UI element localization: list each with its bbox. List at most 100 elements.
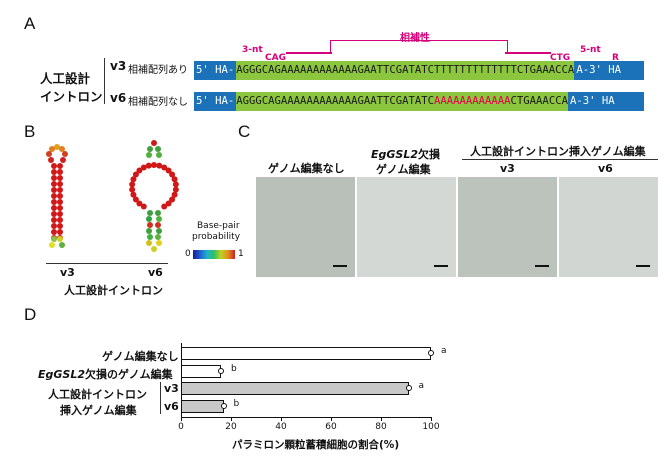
nucleotide	[151, 246, 157, 252]
nucleotide	[169, 171, 176, 178]
b-v3-label: v3	[60, 266, 75, 279]
probability-colorbar	[193, 250, 235, 259]
bar-3	[181, 400, 224, 413]
nucleotide	[132, 196, 139, 203]
v6-seq-pre: AGGGCAGAAAAAAAAAAAAGAATTCGATATC	[236, 92, 434, 111]
nucleotide	[51, 187, 57, 193]
x-tick-label: 60	[325, 422, 337, 432]
v6-seq-post: CTGAAACCA	[510, 92, 568, 111]
c-group-label: 人工設計イントロン挿入ゲノム編集	[470, 145, 646, 158]
v3-desc: 相補配列あり	[128, 65, 188, 76]
nucleotide	[132, 171, 139, 178]
nucleotide	[51, 229, 57, 235]
c-v3-label: v3	[500, 162, 515, 175]
annot-cag: CAG	[265, 53, 286, 63]
data-point	[428, 350, 434, 356]
b-caption: 人工設計イントロン	[64, 284, 163, 297]
v6-ha3: A-3' HA	[567, 92, 644, 111]
data-point	[405, 385, 412, 391]
v3-hairpin	[46, 144, 68, 248]
nucleotide	[51, 193, 57, 199]
nucleotide	[140, 164, 147, 171]
panel-label-d: D	[24, 305, 37, 324]
c-col2-italic: EgGSL2	[371, 148, 419, 161]
panel-label-a: A	[24, 14, 36, 33]
d-row2-italic: EgGSL2	[38, 368, 86, 381]
x-tick	[181, 417, 182, 421]
nucleotide	[151, 140, 157, 146]
v3-sequence-row: 5' HA-AGGGCAGAAAAAAAAAAAAGAATTCGATATCTTT…	[194, 61, 644, 80]
nucleotide	[155, 222, 161, 228]
nucleotide	[156, 228, 162, 234]
x-tick	[281, 417, 282, 421]
nucleotide	[156, 216, 162, 222]
v3-ha3: A-3' HA	[574, 61, 644, 80]
d-row4-label: v6	[164, 400, 179, 413]
annot-5nt: 5-nt	[580, 45, 601, 55]
v6-ha5: 5' HA-	[194, 92, 237, 111]
x-tick	[231, 417, 232, 421]
nucleotide	[155, 210, 161, 216]
c-v6-label: v6	[598, 162, 613, 175]
nucleotide	[151, 162, 157, 168]
nucleotide	[57, 205, 63, 211]
c-col2-line2: ゲノム編集	[376, 163, 431, 176]
bar-0	[181, 347, 431, 360]
nucleotide	[169, 196, 176, 203]
nucleotide	[145, 162, 152, 169]
nucleotide	[51, 217, 57, 223]
annot-comp: 相補性	[400, 33, 430, 44]
significance-letter: a	[441, 346, 447, 356]
nucleotide	[161, 203, 168, 210]
panel-label-b: B	[24, 122, 36, 141]
nucleotide	[171, 191, 178, 198]
v3-seq: AGGGCAGAAAAAAAAAAAAGAATTCGATATCTTTTTTTTT…	[236, 61, 575, 80]
d-row3-label: v3	[164, 382, 179, 395]
nucleotide	[146, 152, 152, 158]
nucleotide	[147, 234, 153, 240]
legend-min: 0	[185, 249, 191, 259]
data-point	[218, 368, 224, 374]
nucleotide	[165, 200, 172, 207]
c-col2-rest: 欠損	[418, 148, 441, 161]
x-tick-label: 20	[225, 422, 237, 432]
annot-ctg: CTG	[550, 53, 571, 63]
comp-bracket-left-foot	[286, 52, 332, 54]
d-group-bracket	[160, 382, 161, 414]
scale-bar	[636, 265, 650, 267]
d-group-line1: 人工設計イントロン	[48, 388, 147, 401]
d-group-line2: 挿入ゲノム編集	[60, 404, 137, 417]
nucleotide	[57, 193, 63, 199]
nucleotide	[155, 234, 161, 240]
x-tick-label: 100	[422, 422, 440, 432]
c-col1-label: ゲノム編集なし	[268, 162, 345, 175]
bar-1	[181, 365, 221, 378]
nucleotide	[57, 217, 63, 223]
intron-title-line1: 人工設計	[40, 71, 91, 86]
v6-hairpin	[129, 140, 179, 252]
significance-letter: b	[233, 399, 240, 409]
intron-title-line2: イントロン	[40, 89, 103, 104]
nucleotide	[57, 175, 63, 181]
annot-3nt: 3-nt	[242, 45, 263, 55]
x-tick	[431, 417, 432, 421]
micrograph-gsl2-knockout	[357, 177, 456, 277]
significance-letter: b	[231, 364, 237, 374]
panel-b-baseline	[46, 263, 168, 264]
nucleotide	[51, 181, 57, 187]
v6-desc: 相補配列なし	[128, 97, 188, 108]
scale-bar	[535, 265, 549, 267]
panel-label-c: C	[238, 122, 251, 141]
nucleotide	[51, 169, 57, 175]
y-axis	[181, 343, 182, 417]
nucleotide	[156, 152, 162, 158]
x-axis-label: パラミロン顆粒蓄積細胞の割合(%)	[232, 439, 400, 451]
d-row2-rest: 欠損のゲノム編集	[85, 368, 173, 381]
nucleotide	[51, 211, 57, 217]
bar-2	[181, 382, 409, 395]
x-tick	[331, 417, 332, 421]
nucleotide	[156, 240, 162, 246]
comp-bracket-right-foot	[505, 52, 551, 54]
nucleotide	[57, 163, 63, 169]
comp-bracket	[330, 40, 508, 54]
